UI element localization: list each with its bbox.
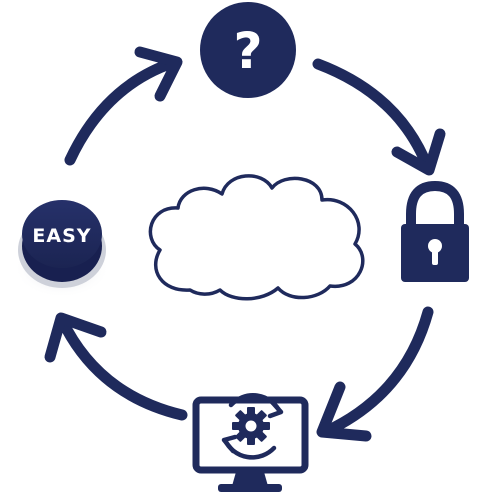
refresh-arrows-icon (221, 393, 284, 460)
arrow-lock-to-monitor (316, 306, 434, 442)
easy-button[interactable]: EASY (14, 200, 110, 298)
arrow-easy-to-question (64, 46, 183, 166)
monitor-gear-refresh-icon (192, 393, 309, 492)
question-mark-icon: ? (233, 22, 262, 80)
easy-button-top (22, 200, 102, 268)
question-node: ? (200, 2, 296, 98)
arrow-monitor-to-easy (44, 312, 188, 421)
monitor-stand (232, 472, 268, 486)
gear-icon (232, 407, 270, 445)
padlock-icon (401, 180, 469, 282)
cycle-arrows (44, 46, 446, 442)
question-circle (200, 2, 296, 98)
easy-button-label: EASY (32, 225, 91, 247)
cloud-outline-icon (148, 174, 365, 301)
monitor-base (218, 484, 282, 492)
arrow-question-to-lock (312, 58, 446, 176)
